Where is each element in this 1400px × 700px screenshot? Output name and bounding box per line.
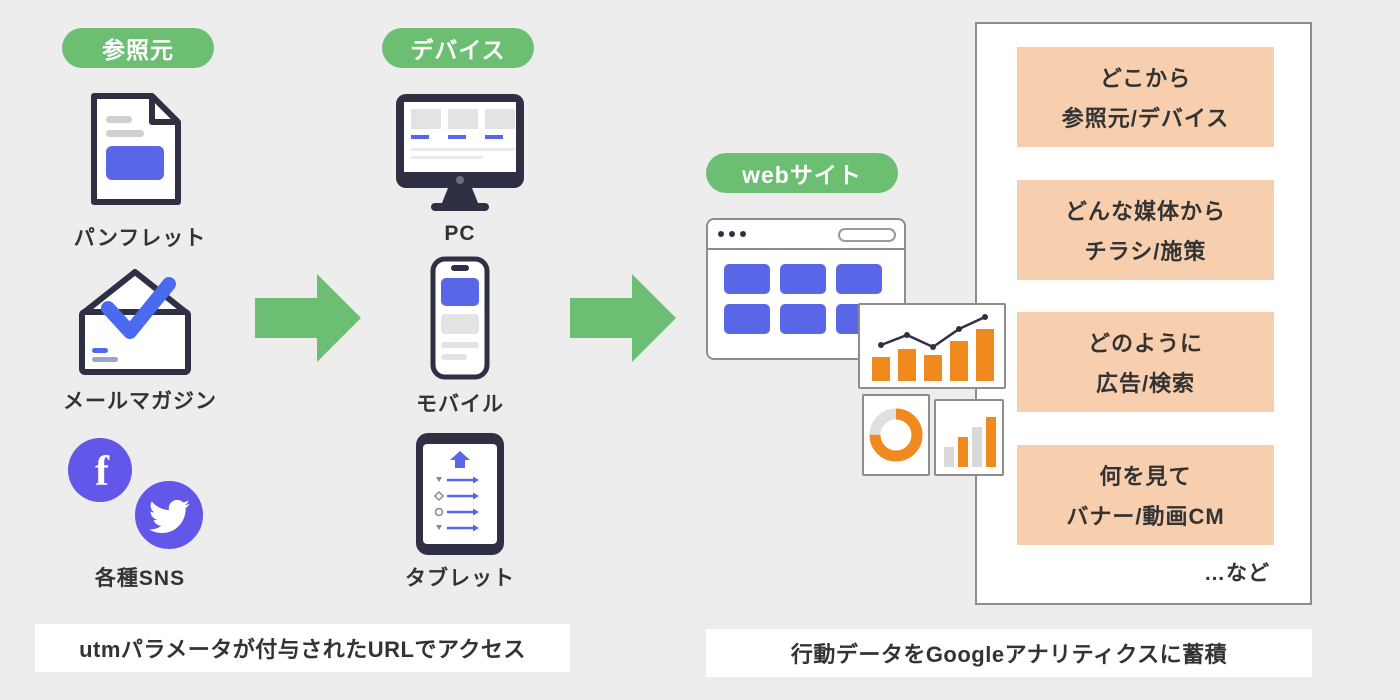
label-mobile: モバイル	[416, 393, 504, 416]
panel-box-line: チラシ/施策	[1084, 239, 1207, 264]
analytics-panel: どこから 参照元/デバイス どんな媒体から チラシ/施策 どのように 広告/検索…	[975, 22, 1312, 605]
pc-icon	[396, 94, 524, 211]
badge-source: 参照元	[62, 28, 214, 68]
panel-box-source: どこから 参照元/デバイス	[1017, 47, 1274, 147]
twitter-icon	[131, 477, 207, 553]
label-tablet: タブレット	[405, 567, 515, 590]
arrow-right-icon	[255, 274, 361, 362]
caption-ga-accumulate: 行動データをGoogleアナリティクスに蓄積	[706, 629, 1312, 677]
pamphlet-icon	[91, 93, 181, 205]
panel-box-line: 参照元/デバイス	[1061, 106, 1230, 131]
label-pamphlet: パンフレット	[73, 227, 207, 250]
panel-box-how: どのように 広告/検索	[1017, 312, 1274, 412]
window-dot	[718, 231, 724, 237]
label-sns: 各種SNS	[94, 567, 186, 590]
panel-box-line: どこから	[1099, 66, 1192, 91]
svg-text:f: f	[95, 449, 110, 495]
browser-toolbar	[708, 220, 904, 250]
content-tile	[724, 264, 770, 294]
content-tile	[724, 304, 770, 334]
arrow-right-icon	[570, 274, 676, 362]
envelope-icon	[79, 269, 191, 375]
donut-chart-icon	[862, 394, 930, 476]
tablet-icon	[416, 433, 504, 555]
bar-line-chart-icon	[858, 303, 1006, 389]
panel-box-line: 広告/検索	[1095, 371, 1196, 396]
bar-chart-icon	[934, 399, 1004, 476]
facebook-icon: f	[68, 438, 132, 502]
content-tile	[836, 264, 882, 294]
panel-box-medium: どんな媒体から チラシ/施策	[1017, 180, 1274, 280]
label-pc: PC	[444, 222, 476, 245]
mobile-icon	[430, 256, 490, 380]
badge-device: デバイス	[382, 28, 534, 68]
badge-website: webサイト	[706, 153, 898, 193]
panel-footer: …など	[1204, 562, 1270, 585]
content-tile	[780, 264, 826, 294]
panel-box-line: どんな媒体から	[1064, 199, 1226, 224]
panel-box-line: どのように	[1087, 331, 1203, 356]
panel-box-what: 何を見て バナー/動画CM	[1017, 445, 1274, 545]
panel-box-line: バナー/動画CM	[1066, 504, 1225, 529]
label-mailmagazine: メールマガジン	[63, 390, 217, 413]
address-bar	[838, 228, 896, 242]
window-dot	[740, 231, 746, 237]
content-tile	[780, 304, 826, 334]
caption-utm-access: utmパラメータが付与されたURLでアクセス	[35, 624, 570, 672]
window-dot	[729, 231, 735, 237]
panel-box-line: 何を見て	[1099, 464, 1192, 489]
